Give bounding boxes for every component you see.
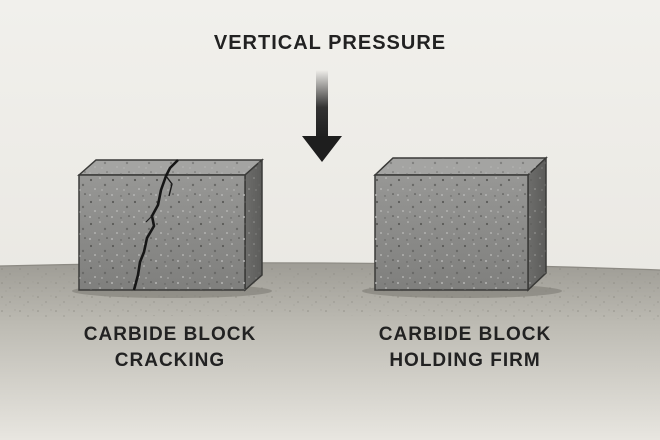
pressure-arrow-icon [302,70,342,162]
firm-label-line1: CARBIDE BLOCK [378,324,552,345]
firm-label-line2: HOLDING FIRM [389,350,541,371]
cracking-label-line1: CARBIDE BLOCK [83,324,257,345]
cracking-block-label: CARBIDE BLOCK CRACKING [55,322,285,374]
firm-block-label: CARBIDE BLOCK HOLDING FIRM [345,322,585,374]
firm-block [362,156,562,298]
crack-line [132,159,179,291]
vertical-pressure-label: VERTICAL PRESSURE [0,30,660,56]
cracking-label-line2: CRACKING [114,350,226,371]
cracking-block [72,158,272,298]
vertical-pressure-text: VERTICAL PRESSURE [213,32,447,54]
